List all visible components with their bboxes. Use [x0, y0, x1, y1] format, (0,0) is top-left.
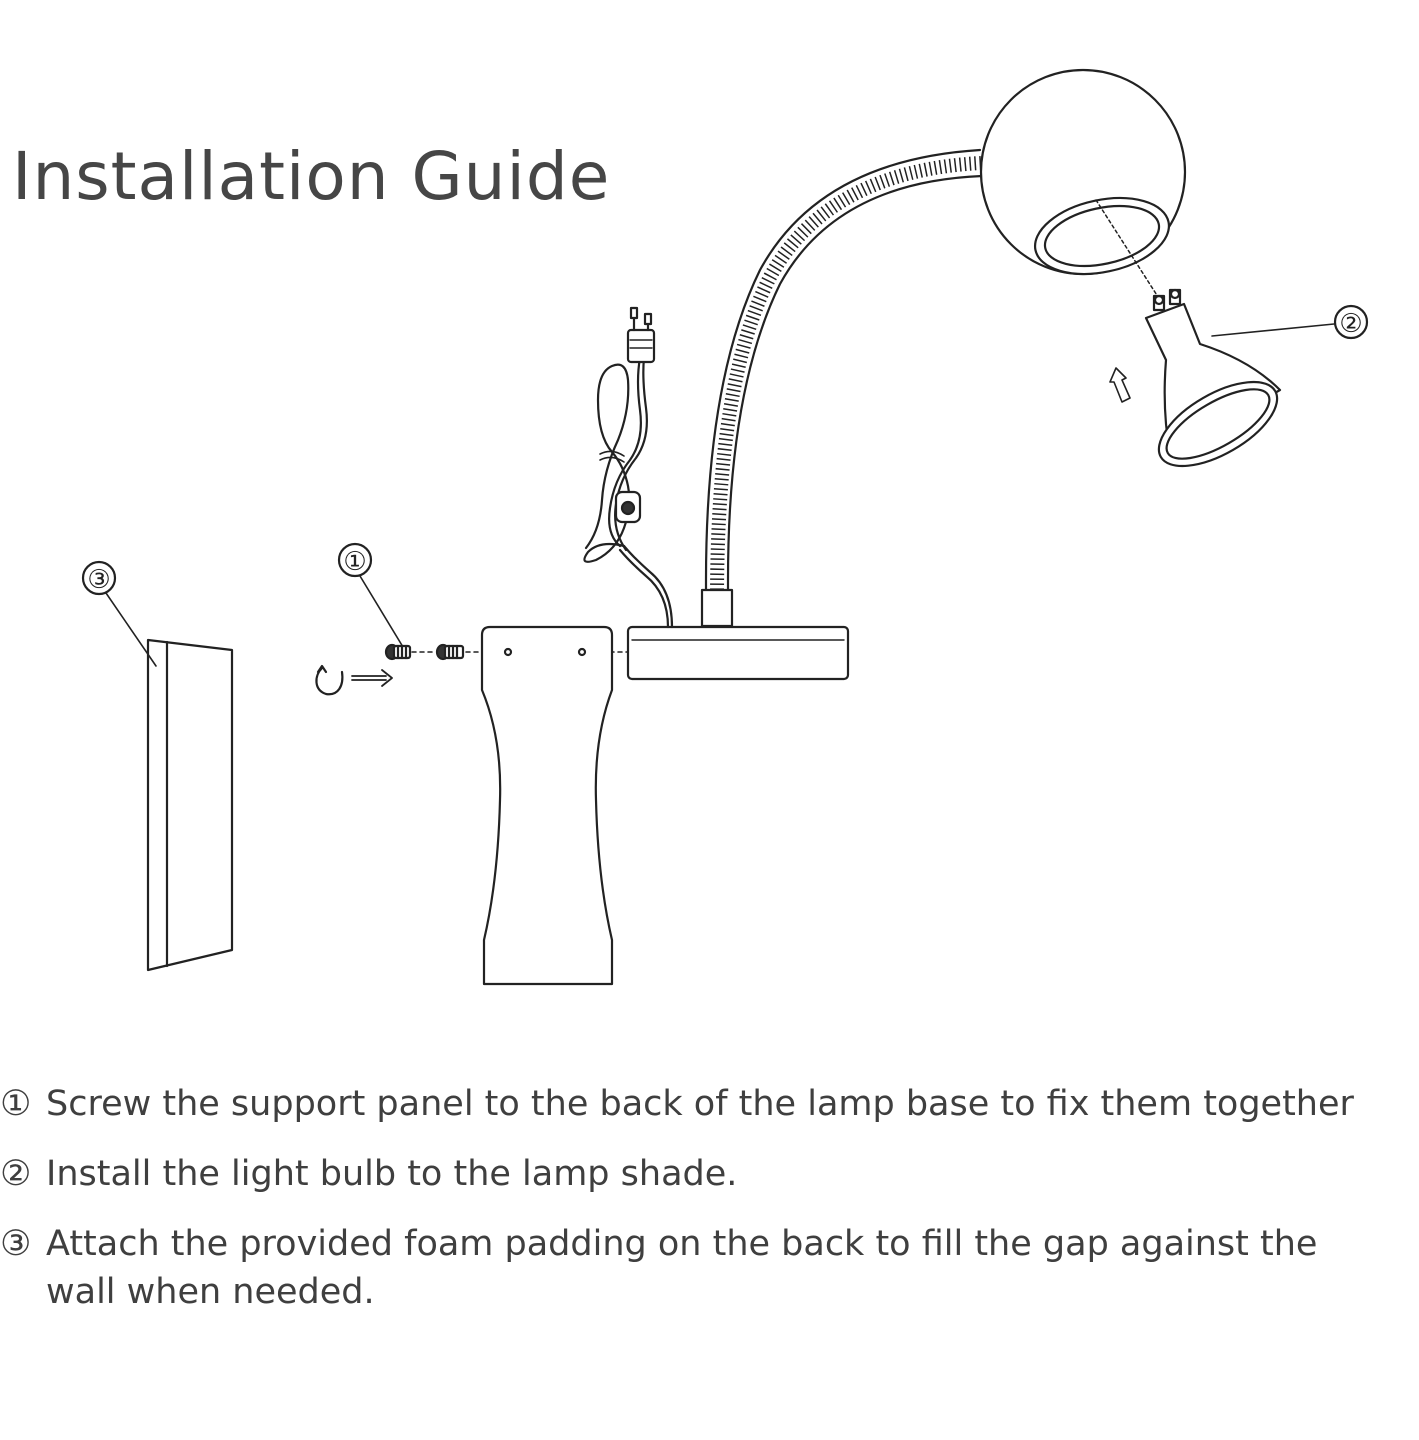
- step-2-text: Install the light bulb to the lamp shade…: [46, 1154, 738, 1194]
- page-title: Installation Guide: [12, 138, 611, 215]
- power-cord: [583, 306, 674, 629]
- instruction-step-2: ② Install the light bulb to the lamp sha…: [0, 1150, 1419, 1198]
- callout-screws-label: ①: [343, 547, 366, 577]
- lamp-base: [626, 625, 850, 681]
- callout-bulb: ②: [1211, 304, 1369, 340]
- instruction-step-3: ③ Attach the provided foam padding on th…: [0, 1220, 1386, 1316]
- step-2-marker: ②: [0, 1154, 32, 1194]
- support-panel: [480, 625, 614, 986]
- instruction-step-1: ① Screw the support panel to the back of…: [0, 1080, 1419, 1128]
- callout-foam-label: ③: [87, 565, 110, 595]
- light-bulb: [1109, 288, 1282, 468]
- callout-screws: ①: [337, 542, 404, 648]
- foam-padding: [146, 638, 234, 972]
- step-3-marker: ③: [0, 1224, 32, 1264]
- gooseneck-arm: [700, 148, 984, 628]
- step-3-text: Attach the provided foam padding on the …: [46, 1224, 1318, 1312]
- callout-bulb-label: ②: [1339, 309, 1362, 339]
- lamp-shade: [979, 68, 1187, 301]
- callout-foam: ③: [81, 560, 157, 667]
- instruction-list: ① Screw the support panel to the back of…: [0, 1080, 1419, 1338]
- installation-diagram: ③ ①: [81, 68, 1369, 986]
- screws: [315, 643, 629, 696]
- step-1-marker: ①: [0, 1084, 32, 1124]
- step-1-text: Screw the support panel to the back of t…: [46, 1084, 1354, 1124]
